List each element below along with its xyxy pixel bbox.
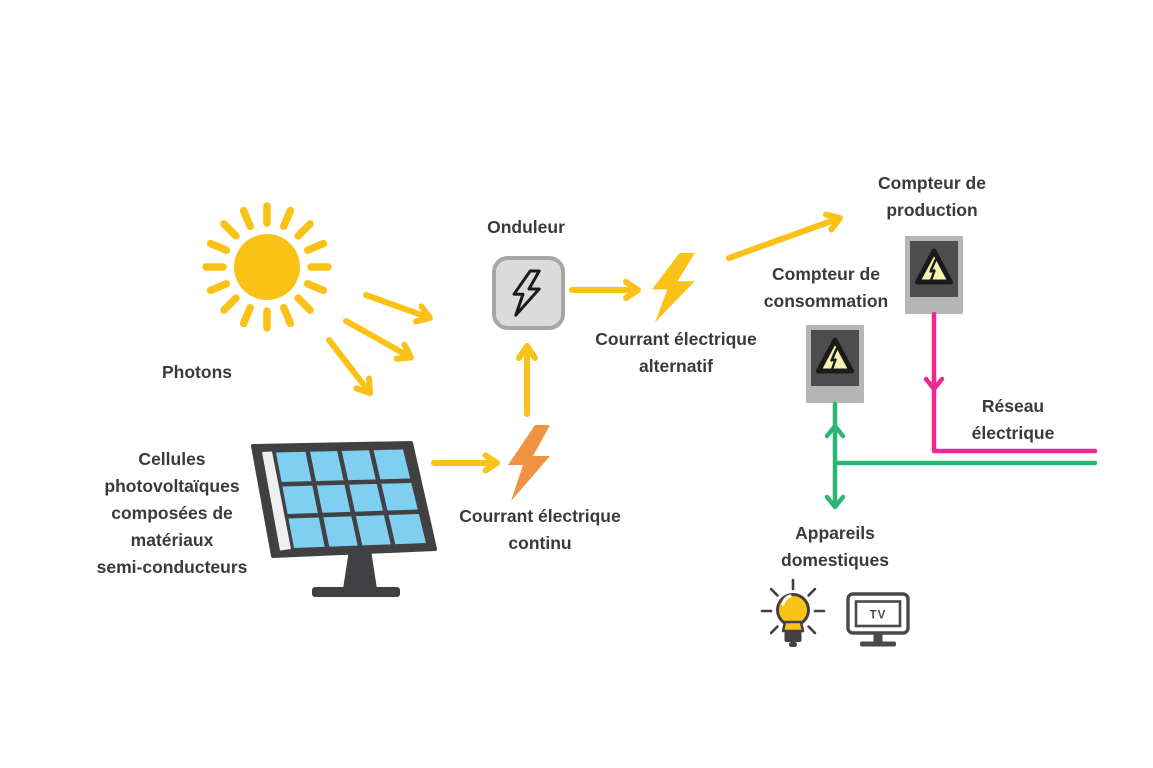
production-meter-label: Compteur de production (878, 173, 986, 220)
arrow-inverter-to-ac (569, 279, 641, 301)
consumption-meter-icon (806, 325, 864, 403)
lightbulb-icon (760, 578, 826, 647)
ac-current-label: Courrant électrique alternatif (595, 329, 757, 376)
grid-wire-pink (923, 311, 1098, 454)
appliances-label: Appareils domestiques (781, 523, 889, 570)
tv-icon: TV (846, 592, 910, 647)
solar-cells-label: Cellules photovoltaïques composées de ma… (96, 449, 248, 577)
arrow-ac-to-production-meter (726, 211, 843, 261)
photon-arrow-icon (326, 292, 433, 396)
sun-icon (202, 202, 332, 332)
solar-panel-icon (251, 441, 437, 597)
photons-label: Photons (162, 362, 232, 382)
ac-bolt-icon (652, 253, 695, 323)
arrow-dc-to-inverter (516, 343, 538, 417)
inverter-bolt-icon (512, 269, 541, 317)
dc-bolt-icon (508, 425, 550, 501)
house-wire-green (824, 401, 1098, 510)
production-meter-icon (905, 236, 963, 314)
inverter-label: Onduleur (487, 217, 565, 237)
consumption-meter-label: Compteur de consommation (763, 264, 889, 311)
dc-current-label: Courrant électrique continu (459, 506, 621, 553)
grid-label: Réseau électrique (971, 396, 1055, 443)
tv-label: TV (870, 610, 887, 622)
arrow-panel-to-dc (431, 452, 500, 474)
inverter-box (492, 256, 565, 330)
